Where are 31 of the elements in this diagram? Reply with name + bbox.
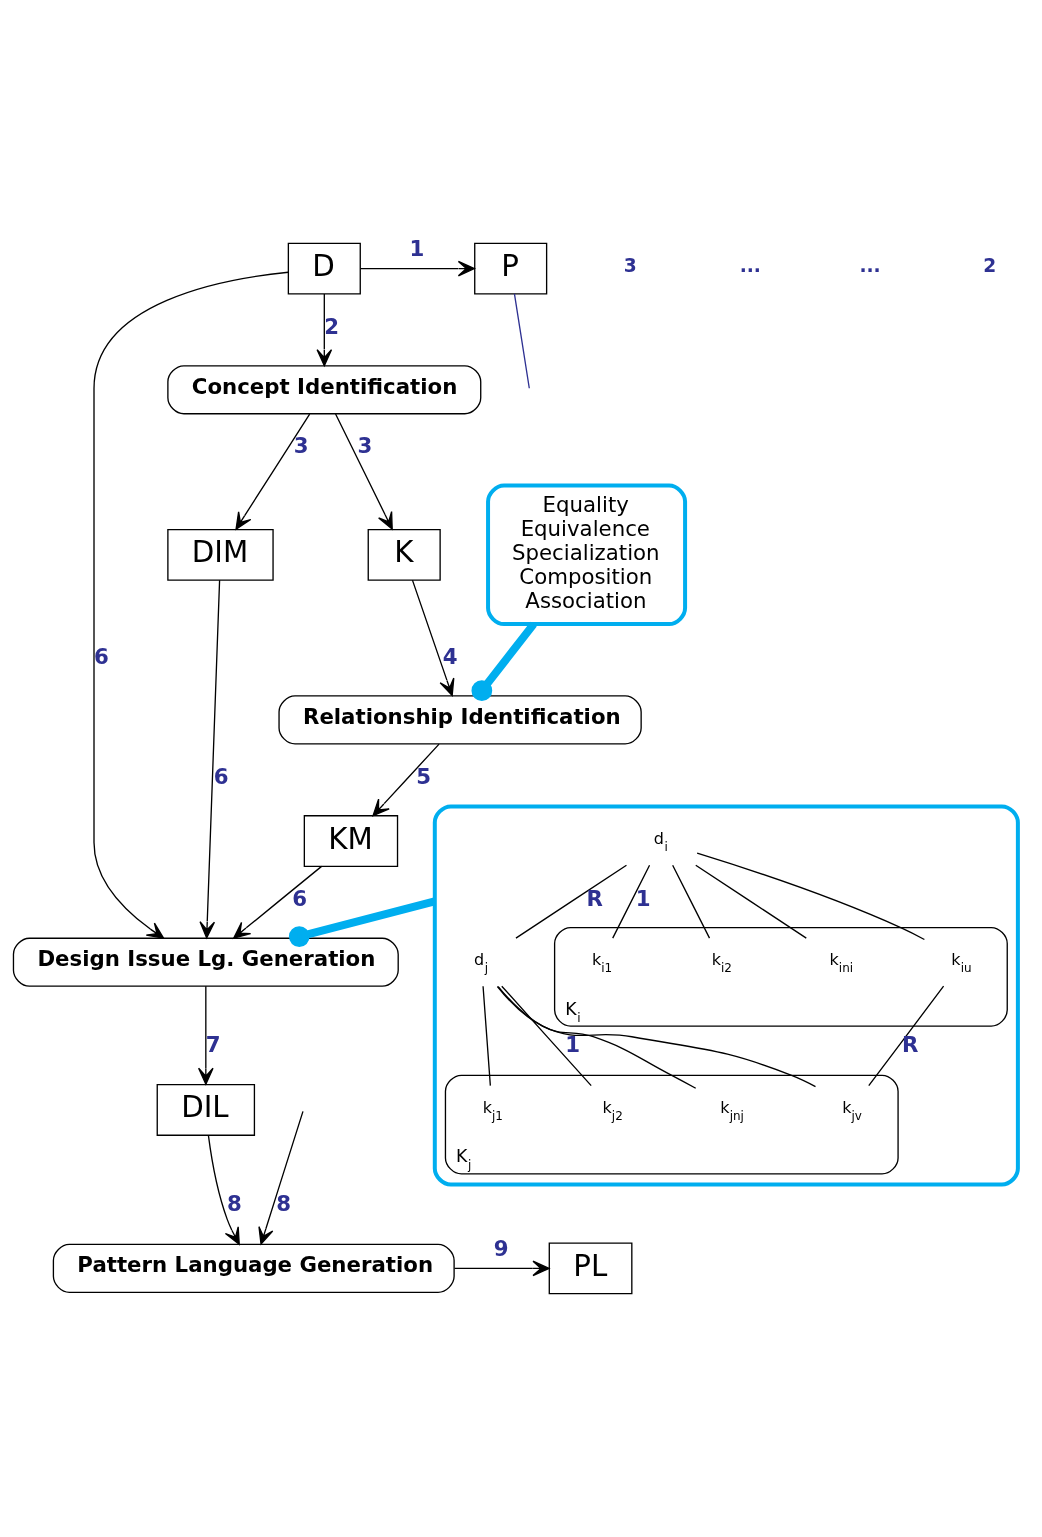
node-text: d$_{j}$ [474, 949, 489, 975]
edge-label: 3 [293, 433, 309, 459]
label: ... [739, 255, 761, 277]
node-text: d$_{i}$ [653, 828, 668, 854]
edge-label: 6 [213, 763, 229, 789]
edge-label: 6 [292, 886, 308, 912]
node-text: k$_{iu}$ [951, 949, 972, 975]
edge-label: 1 [635, 886, 651, 912]
node-text: k$_{jnj}$ [720, 1097, 744, 1123]
edge-label: 5 [416, 763, 431, 789]
edge-label: 4 [442, 643, 458, 669]
label: 3 [623, 255, 637, 277]
edge-label: 3 [357, 433, 373, 459]
edge-label: 8 [276, 1190, 292, 1216]
label: 2 [983, 255, 997, 277]
edge-label: 7 [205, 1032, 221, 1058]
edge-label: 2 [324, 313, 340, 339]
edge-label: 1 [565, 1032, 581, 1058]
edge-label: R [586, 886, 603, 912]
edge-label: 6 [94, 643, 109, 669]
edge-label: 1 [409, 236, 425, 262]
node-text: k$_{ini}$ [829, 949, 854, 975]
node-text: k$_{jv}$ [842, 1097, 862, 1123]
node-text: k$_{i1}$ [591, 949, 613, 975]
node-text: k$_{j2}$ [602, 1097, 623, 1123]
edge-label: 8 [227, 1190, 242, 1216]
node-text: k$_{j1}$ [482, 1097, 503, 1123]
label: ... [859, 255, 881, 277]
edge-label: R [902, 1032, 919, 1058]
node-text: k$_{i2}$ [711, 949, 732, 975]
edge-label: 9 [493, 1236, 509, 1262]
